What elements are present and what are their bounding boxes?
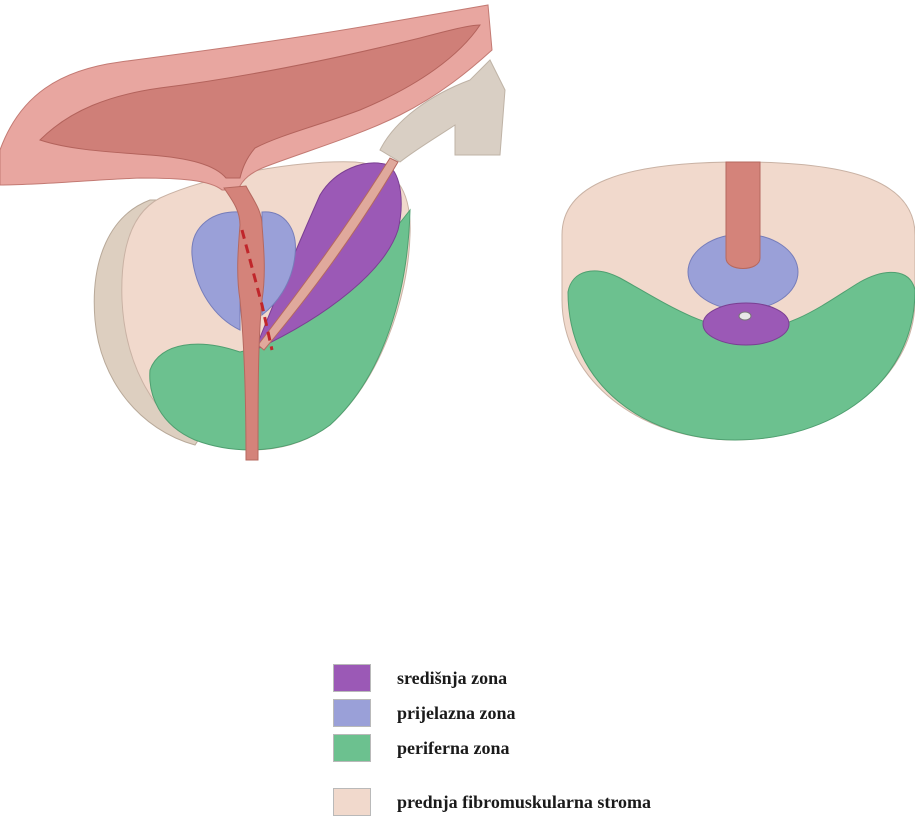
legend-swatch [333, 664, 371, 692]
sagittal-section [0, 5, 505, 460]
legend-swatch [333, 734, 371, 762]
legend-swatch [333, 699, 371, 727]
legend-label: prijelazna zona [397, 703, 516, 724]
legend-item-central: središnja zona [333, 664, 507, 692]
ejaculatory-duct-opening [739, 312, 751, 320]
transverse-section [562, 162, 915, 440]
legend-swatch [333, 788, 371, 816]
legend-item-transition: prijelazna zona [333, 699, 516, 727]
legend-label: prednja fibromuskularna stroma [397, 792, 651, 813]
legend-label: periferna zona [397, 738, 509, 759]
legend-item-stroma: prednja fibromuskularna stroma [333, 788, 651, 816]
legend-item-peripheral: periferna zona [333, 734, 509, 762]
legend-label: središnja zona [397, 668, 507, 689]
urethra-transverse [726, 162, 760, 269]
central-zone-transverse [703, 303, 789, 345]
